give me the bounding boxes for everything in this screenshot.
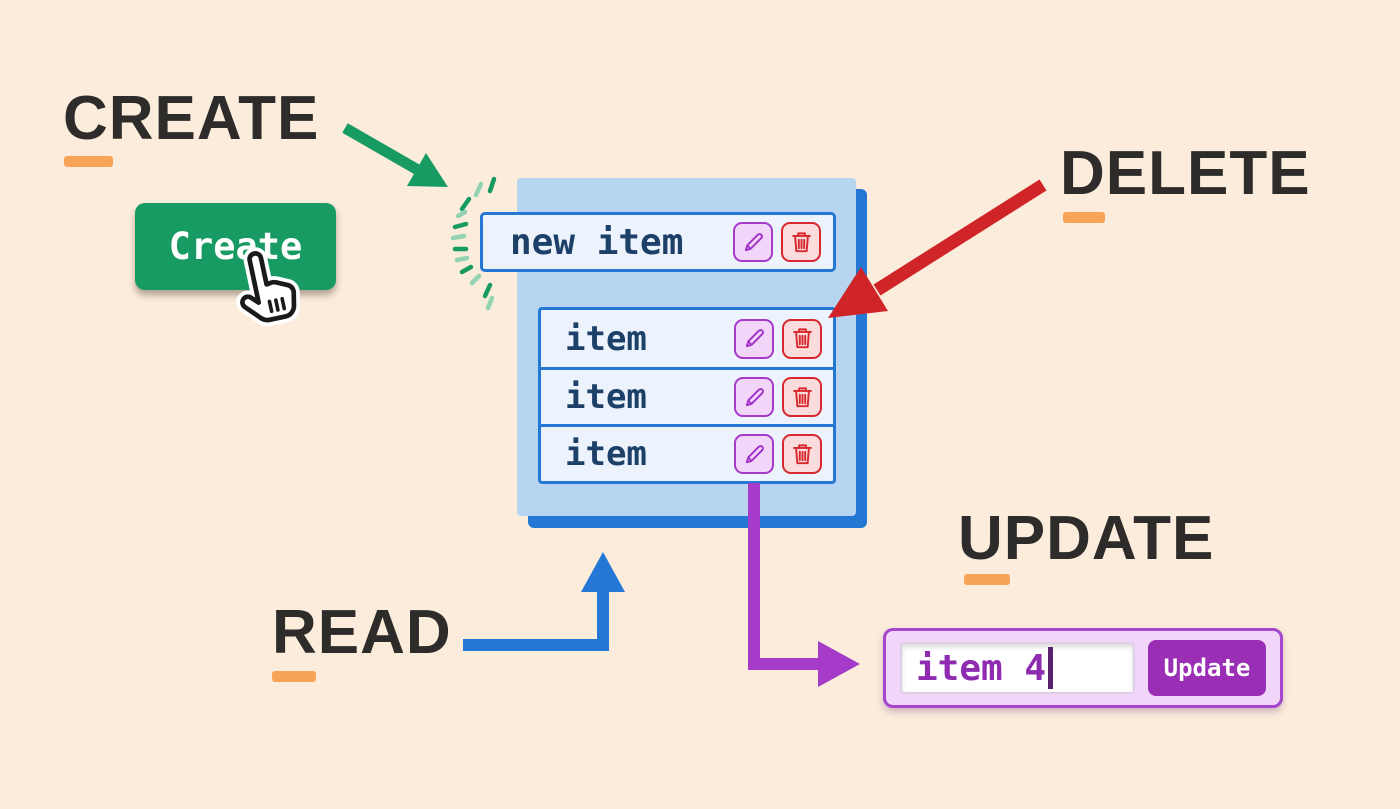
edit-item-button[interactable] <box>734 377 774 417</box>
item-label: item <box>565 434 647 474</box>
delete-item-button[interactable] <box>782 434 822 474</box>
trash-icon <box>792 443 812 464</box>
create-underline <box>64 156 113 167</box>
list-item-row: item <box>541 367 833 424</box>
text-cursor <box>1048 647 1054 689</box>
create-button[interactable]: Create <box>135 203 336 290</box>
trash-icon <box>792 328 812 349</box>
new-item-label: new item <box>510 221 684 263</box>
edit-item-button[interactable] <box>734 434 774 474</box>
pencil-icon <box>745 329 764 348</box>
delete-label: DELETE <box>1060 139 1311 208</box>
trash-icon <box>792 386 812 407</box>
new-item-row: new item <box>480 212 836 272</box>
list-item-row: item <box>541 424 833 481</box>
delete-item-button[interactable] <box>781 222 821 262</box>
items-list: item item <box>538 307 836 484</box>
delete-item-button[interactable] <box>782 318 822 359</box>
item-label: item <box>565 377 647 417</box>
trash-icon <box>791 231 811 252</box>
read-underline <box>272 671 316 682</box>
update-button[interactable]: Update <box>1148 640 1266 696</box>
pencil-icon <box>744 232 763 251</box>
update-label: UPDATE <box>958 504 1215 573</box>
create-label: CREATE <box>63 84 320 153</box>
item-label: item <box>565 318 647 359</box>
list-item-row: item <box>541 310 833 367</box>
delete-item-button[interactable] <box>782 377 822 417</box>
create-arrow <box>342 123 448 187</box>
pencil-icon <box>745 387 764 406</box>
delete-underline <box>1063 212 1105 223</box>
edit-item-button[interactable] <box>734 318 774 359</box>
create-button-label: Create <box>168 225 303 268</box>
edit-item-button[interactable] <box>733 222 773 262</box>
update-input[interactable]: item 4 <box>900 642 1135 694</box>
update-input-value: item 4 <box>916 647 1047 689</box>
read-label: READ <box>272 598 452 667</box>
read-arrow <box>463 552 625 651</box>
update-underline <box>964 574 1010 585</box>
pencil-icon <box>745 444 764 463</box>
update-widget: item 4 Update <box>883 628 1283 708</box>
